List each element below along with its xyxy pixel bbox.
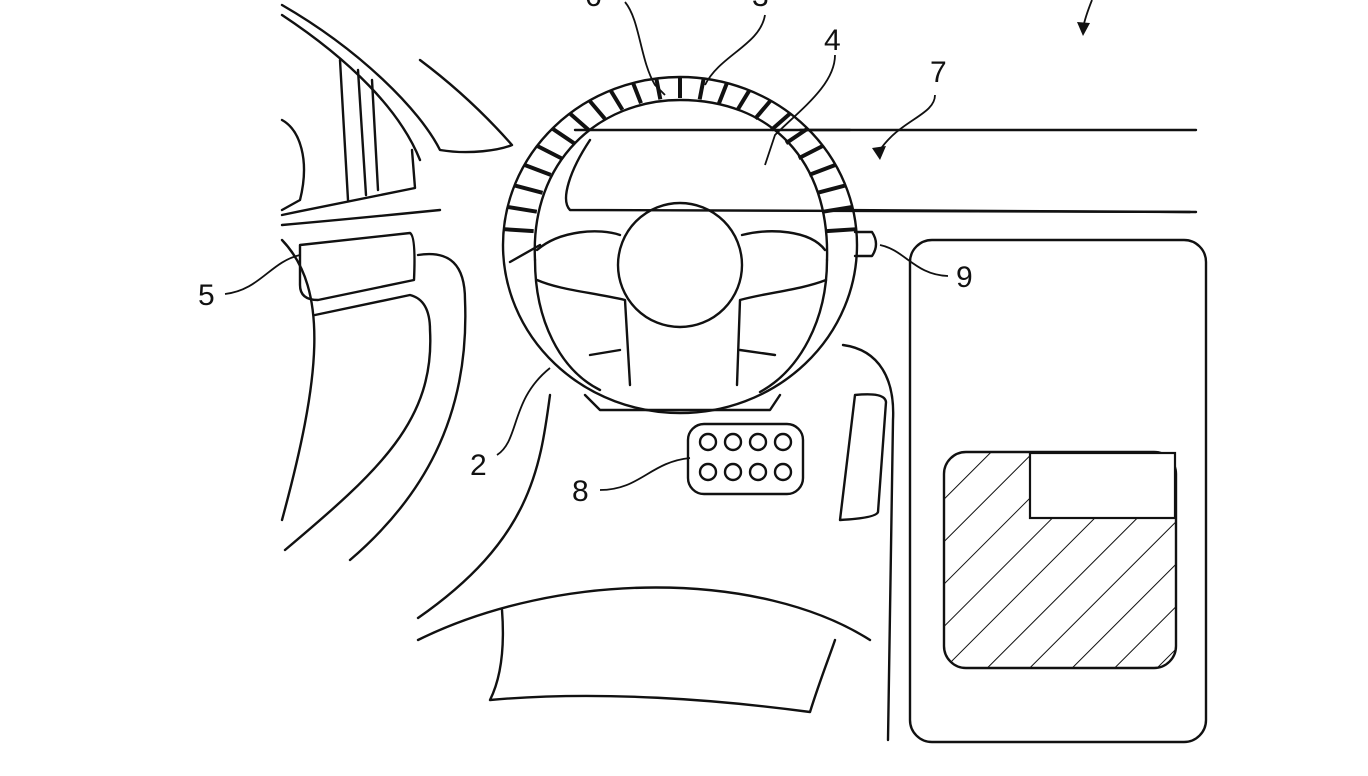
- label-2: 2: [470, 449, 487, 482]
- reference-labels: 6 3 4 7 9 5 2 8: [198, 0, 973, 508]
- stalk-control: [853, 230, 878, 258]
- label-4: 4: [824, 24, 841, 57]
- grip-segment: [717, 82, 729, 104]
- panel-button: [698, 462, 718, 482]
- a-pillar-window: [280, 3, 514, 227]
- label-9: 9: [956, 261, 973, 294]
- door-panel: [280, 231, 467, 562]
- panel-button: [698, 432, 718, 452]
- grip-segment: [503, 227, 534, 234]
- label-6: 6: [585, 0, 602, 13]
- label-5: 5: [198, 279, 215, 312]
- grip-segment: [697, 78, 706, 100]
- screen-window: [1028, 451, 1177, 520]
- grip-segment: [735, 89, 752, 111]
- grip-segment: [826, 227, 857, 234]
- grip-segment: [514, 183, 544, 195]
- panel-button: [748, 462, 768, 482]
- grip-segment: [523, 163, 552, 177]
- panel-button: [723, 462, 743, 482]
- grip-segment: [631, 82, 643, 104]
- panel-button: [773, 462, 793, 482]
- grip-segments: [503, 77, 857, 234]
- panel-button: [748, 432, 768, 452]
- button-panel: [686, 422, 805, 496]
- center-display: [908, 238, 1208, 744]
- label-3: 3: [752, 0, 769, 13]
- grip-segment: [536, 144, 563, 161]
- grip-segment: [753, 99, 773, 120]
- grip-segment: [587, 99, 607, 120]
- label-8: 8: [572, 475, 589, 508]
- arrowhead-icon: [872, 146, 886, 160]
- grip-segment: [608, 89, 625, 111]
- grip-segment: [568, 111, 590, 132]
- steering-wheel: [501, 75, 878, 415]
- grip-segment: [822, 204, 853, 214]
- air-vent: [838, 393, 888, 522]
- grip-segment: [816, 183, 846, 195]
- label-7: 7: [930, 56, 947, 89]
- grip-segment: [507, 204, 538, 214]
- grip-segment: [551, 126, 576, 145]
- panel-button: [773, 432, 793, 452]
- panel-button: [723, 432, 743, 452]
- grip-segment: [797, 144, 824, 161]
- arrowhead-icon: [1077, 22, 1090, 36]
- grip-segment: [784, 126, 809, 145]
- leader-lines: [224, 0, 1093, 491]
- dashboard: [416, 128, 1198, 742]
- steering-hub: [616, 201, 744, 329]
- grip-segment: [808, 163, 837, 177]
- grip-segment: [770, 111, 792, 132]
